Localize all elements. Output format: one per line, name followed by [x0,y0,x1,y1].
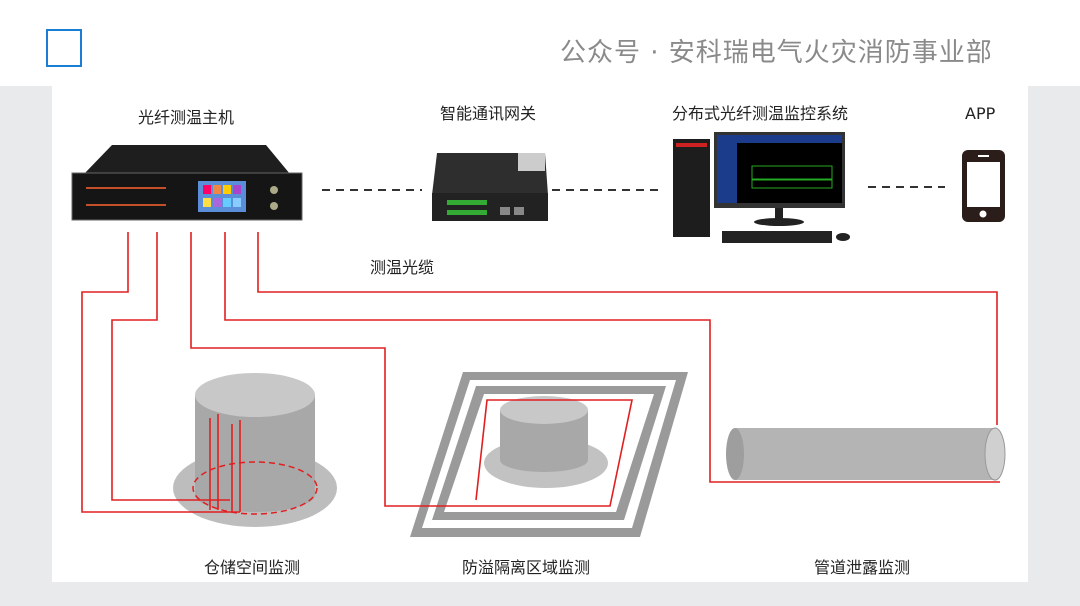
storage-tank [173,373,337,527]
pipeline-label: 管道泄露监测 [814,558,911,577]
fiber-cables [81,232,1000,513]
communication-links [322,186,945,191]
gateway-device [432,153,548,221]
cable-label: 测温光缆 [370,258,435,277]
system-label: 分布式光纤测温监控系统 [672,104,849,123]
monitoring-computer [673,132,850,243]
storage-label: 仓储空间监测 [204,558,301,577]
pipeline [726,427,1006,481]
phone-icon [962,150,1005,222]
fiber-host-device [71,145,303,221]
isolation-area [410,372,688,537]
host-label: 光纤测温主机 [138,108,235,127]
isolation-label: 防溢隔离区域监测 [462,558,591,577]
header-background [0,0,1080,86]
corner-square-icon [46,29,82,67]
gateway-label: 智能通讯网关 [440,104,537,123]
app-label: APP [965,104,996,123]
watermark: 公众号 · 安科瑞电气火灾消防事业部 [560,38,993,68]
